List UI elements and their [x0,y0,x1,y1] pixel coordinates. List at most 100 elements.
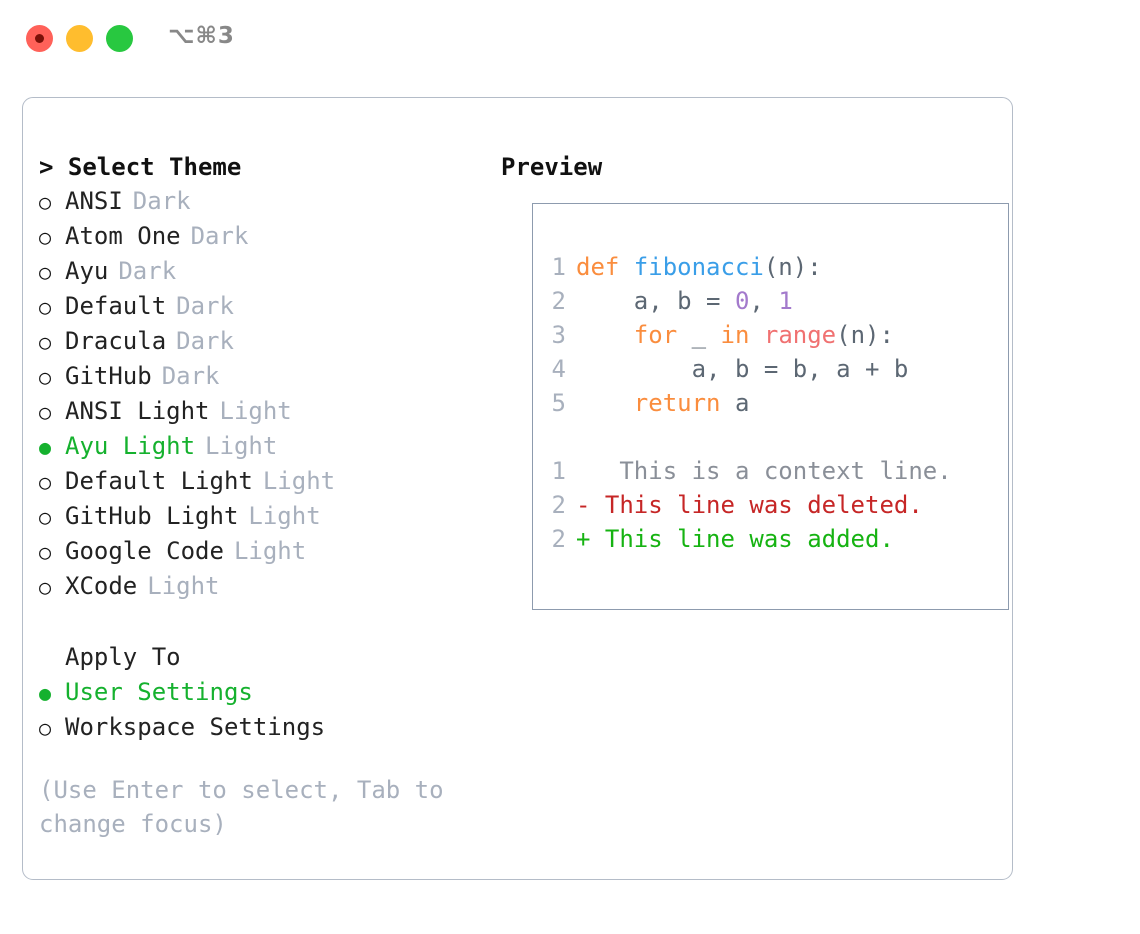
diff-marker [576,457,590,485]
code-line: 5 return a [550,386,952,420]
theme-option-kind: Light [262,467,336,495]
diff-marker: - [576,491,591,519]
theme-option[interactable]: ○ ANSI Light Light [39,394,489,429]
theme-option-label: Google Code [65,537,224,565]
radio-unselected-icon: ○ [39,330,52,354]
theme-option-label: GitHub Light [65,502,239,530]
theme-option[interactable]: ○ Default Dark [39,289,489,324]
radio-unselected-icon: ○ [39,190,52,214]
code-token: return [633,389,721,417]
select-theme-heading: > Select Theme [39,153,242,181]
line-number: 1 [551,457,566,485]
code-token [576,389,634,417]
close-button[interactable] [26,25,53,52]
theme-option-label: GitHub [65,362,152,390]
line-number: 5 [551,389,566,417]
diff-line: 1 This is a context line. [550,454,952,488]
theme-option-label: ANSI Light [65,397,210,425]
theme-option[interactable]: ○ ANSI Dark [39,184,489,219]
code-token: def [576,253,634,281]
apply-to-heading-row: Apply To [39,640,489,675]
keyboard-shortcut-label: ⌥⌘3 [168,23,235,49]
code-token: , [749,287,779,315]
theme-option[interactable]: ○ Ayu Dark [39,254,489,289]
theme-option-kind: Light [248,502,321,530]
code-token: (n): [763,253,822,281]
diff-marker: + [576,525,591,553]
line-number: 2 [551,491,566,519]
code-token: a [720,389,750,417]
theme-option-label: Default Light [65,467,253,495]
theme-option-label: Ayu [65,257,109,285]
code-token [576,321,634,349]
theme-option-kind: Light [219,397,292,425]
line-number: 1 [551,253,566,281]
theme-option-kind: Dark [132,187,191,215]
hint-spacer [39,745,489,773]
diff-text: This line was added. [590,525,894,553]
radio-unselected-icon: ○ [39,260,52,284]
code-token: a, b = [576,287,735,315]
code-token: for [633,321,678,349]
theme-option-kind: Dark [161,362,220,390]
radio-selected-icon: ● [39,681,52,705]
radio-unselected-icon: ○ [39,470,52,494]
apply-to-heading-indent [39,641,65,675]
theme-option[interactable]: ○ GitHub Dark [39,359,489,394]
theme-option-label: Default [65,292,167,320]
line-number: 2 [551,287,566,315]
minimize-button[interactable] [66,25,93,52]
code-line: 4 a, b = b, a + b [550,352,952,386]
theme-option-kind: Dark [176,292,234,320]
line-number: 2 [551,525,566,553]
code-line: 2 a, b = 0, 1 [550,284,952,318]
theme-option[interactable]: ○ XCode Light [39,569,489,604]
window-titlebar: ⌥⌘3 [0,0,1140,78]
traffic-lights [26,25,133,52]
theme-option-kind: Dark [118,257,177,285]
radio-unselected-icon: ○ [39,575,52,599]
code-line: 3 for _ in range(n): [550,318,952,352]
code-token: 0 [734,287,750,315]
code-token: range [763,321,837,349]
list-spacer [39,604,489,640]
code-token: (n): [836,321,894,349]
theme-option-kind: Light [147,572,220,600]
theme-option-label: ANSI [65,187,123,215]
radio-unselected-icon: ○ [39,716,52,740]
theme-option-label: XCode [65,572,138,600]
apply-to-option[interactable]: ○Workspace Settings [39,710,489,745]
apply-to-option-label: User Settings [65,678,253,706]
theme-option-label: Ayu Light [65,432,196,460]
theme-option[interactable]: ○ Default Light Light [39,464,489,499]
apply-to-option[interactable]: ● User Settings [39,675,489,710]
radio-unselected-icon: ○ [39,295,52,319]
radio-unselected-icon: ○ [39,400,52,424]
radio-unselected-icon: ○ [39,225,52,249]
diff-line: 2 + This line was added. [550,522,952,556]
diff-text: This is a context line. [590,457,952,485]
code-token: fibonacci [633,253,764,281]
diff-text: This line was deleted. [590,491,923,519]
theme-option-kind: Dark [190,222,249,250]
apply-to-heading: Apply To [65,643,181,671]
line-number: 4 [551,355,566,383]
code-token: in [720,321,750,349]
apply-to-list[interactable]: ● User Settings ○Workspace Settings [39,675,489,745]
theme-option-kind: Light [233,537,307,565]
theme-option[interactable]: ○ Atom One Dark [39,219,489,254]
radio-unselected-icon: ○ [39,365,52,389]
theme-option-label: Atom One [65,222,181,250]
maximize-button[interactable] [106,25,133,52]
line-number: 3 [551,321,566,349]
theme-option-kind: Dark [176,327,234,355]
